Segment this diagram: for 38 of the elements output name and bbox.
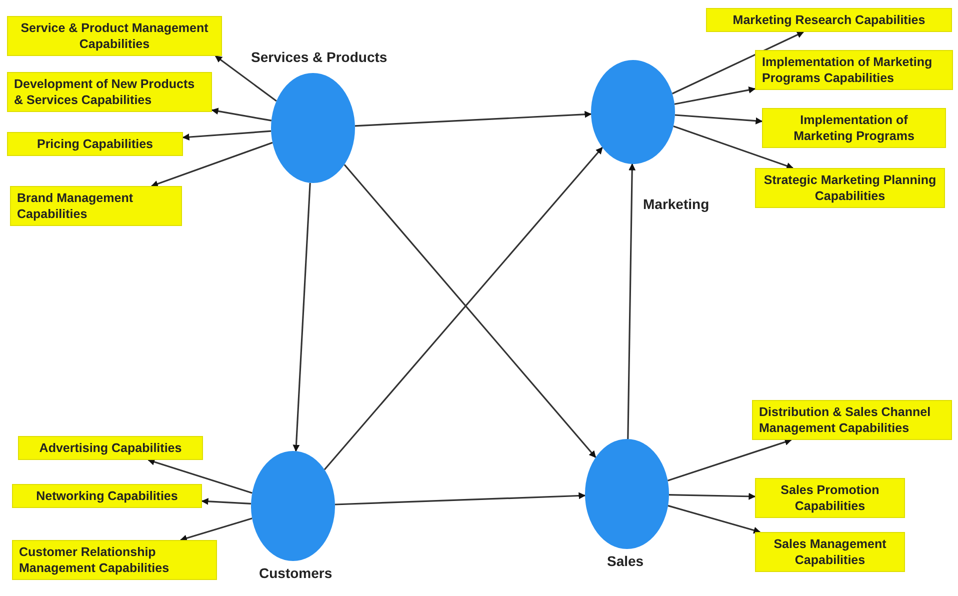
capability-box: Implementation of Marketing Programs Capabilities xyxy=(755,50,953,90)
capability-box: Service & Product Management Capabilities xyxy=(7,16,222,56)
arrow xyxy=(344,164,596,458)
arrow xyxy=(673,125,794,170)
arrow xyxy=(148,458,252,494)
arrow xyxy=(334,492,586,506)
capability-box: Pricing Capabilities xyxy=(7,132,183,156)
arrow xyxy=(668,504,761,534)
capability-box: Implementation of Marketing Programs xyxy=(762,108,946,148)
capability-box: Networking Capabilities xyxy=(12,484,202,508)
capability-box: Customer Relationship Management Capabilities xyxy=(12,540,217,580)
arrow xyxy=(214,55,277,102)
capability-box: Sales Management Capabilities xyxy=(755,532,905,572)
arrow xyxy=(182,130,272,141)
node-label: Customers xyxy=(259,565,332,581)
arrow xyxy=(180,518,252,542)
arrow xyxy=(150,142,273,188)
arrow xyxy=(674,114,763,124)
capability-box: Marketing Research Capabilities xyxy=(706,8,952,32)
arrow xyxy=(668,492,756,500)
node-label: Marketing xyxy=(643,196,710,212)
node-label: Sales xyxy=(607,553,644,569)
arrow xyxy=(674,86,756,105)
arrow xyxy=(672,31,804,94)
arrow xyxy=(667,438,792,482)
arrow xyxy=(201,498,252,505)
capability-box: Advertising Capabilities xyxy=(18,436,203,460)
node-label: Services & Products xyxy=(251,49,388,65)
capability-box: Brand Management Capabilities xyxy=(10,186,182,226)
capability-box: Strategic Marketing Planning Capabilities xyxy=(755,168,945,208)
capability-box: Sales Promotion Capabilities xyxy=(755,478,905,518)
arrow xyxy=(211,108,272,122)
arrow xyxy=(354,110,592,127)
arrow xyxy=(292,182,311,452)
arrow xyxy=(627,163,636,440)
capability-box: Development of New Products & Services Capabilities xyxy=(7,72,212,112)
capability-box: Distribution & Sales Channel Management Capabilities xyxy=(752,400,952,440)
arrow xyxy=(324,146,603,470)
